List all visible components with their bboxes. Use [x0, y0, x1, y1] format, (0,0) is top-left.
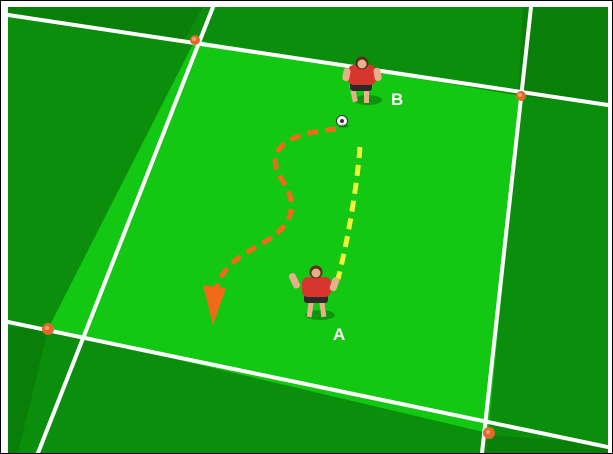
cone-icon — [190, 35, 200, 45]
outer-field-square — [518, 7, 608, 102]
cone-icon — [483, 427, 495, 439]
cone-icon — [516, 91, 526, 101]
soccer-drill-diagram: B A — [8, 7, 608, 453]
cone-icon — [42, 323, 54, 335]
player-b-label: B — [391, 90, 403, 109]
player-a-label: A — [333, 325, 345, 344]
